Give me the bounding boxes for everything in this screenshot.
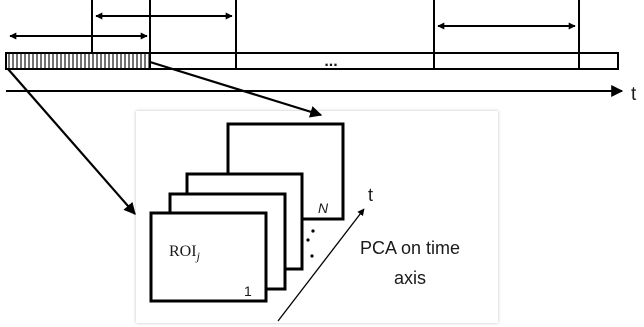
frame-strip: ... [5, 52, 619, 70]
stack-dot [311, 229, 315, 233]
stack-dot [310, 254, 314, 258]
frame-first [149, 211, 268, 303]
stack-dot [306, 238, 310, 242]
pca-caption-line1: PCA on time [360, 238, 460, 258]
stack-ellipsis [306, 229, 315, 258]
hatched-frames [7, 54, 150, 68]
strip-ellipsis: ... [324, 53, 337, 70]
frame-stack: N ROIj 1 [149, 122, 345, 303]
frame-n-label: N [318, 200, 329, 216]
pca-caption-line2: axis [394, 268, 426, 288]
time-axis-label: t [631, 84, 637, 105]
stack-time-arrow [277, 208, 365, 322]
zoom-arrow-right [149, 60, 323, 118]
window-brackets [9, 0, 580, 52]
stack-time-label: t [368, 185, 373, 205]
zoom-arrow-left [7, 68, 136, 215]
time-axis: t [6, 84, 637, 105]
frame-first-label: 1 [244, 283, 252, 299]
roi-label: ROIj [169, 243, 201, 263]
